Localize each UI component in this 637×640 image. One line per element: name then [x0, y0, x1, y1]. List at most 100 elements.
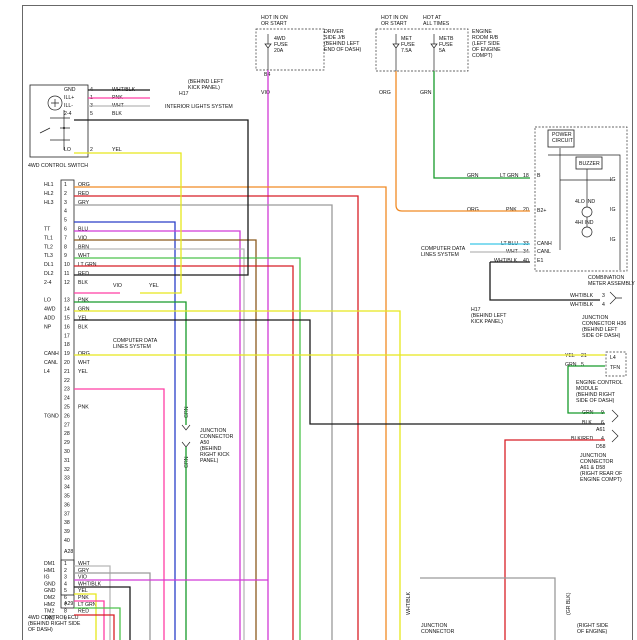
wire-tl2-brn [74, 239, 257, 640]
wire-whtblk-e1 [489, 261, 600, 301]
ecu-pin-num: 2 [64, 191, 67, 197]
wire-dl1-ltgrn [74, 257, 301, 640]
ecu-a29-pin-name: DM2 [44, 595, 55, 601]
wire-a29-ltgrn [74, 607, 121, 640]
buzzer-label: BUZZER [579, 161, 600, 167]
ecu-pin-num: 34 [64, 485, 70, 491]
d58-id: D58 [596, 444, 606, 450]
ecu-pin-name: 4WD [44, 307, 56, 313]
ecu-pin-name: HL3 [44, 200, 54, 206]
wire-tl3-wht [74, 248, 245, 640]
ecu-pin-wire: YEL [78, 369, 88, 375]
ecu-pin-num: 24 [64, 396, 70, 402]
ecu-a29-pin-num: 2 [64, 568, 67, 574]
ecu-a29-pin-num: 6 [64, 595, 67, 601]
ecu-a29-pin-num: 8 [64, 609, 67, 615]
wire-org-met [395, 71, 530, 212]
ecu-pin-num: 19 [64, 351, 70, 357]
switch-ground-id: H17 [179, 91, 189, 97]
meter-canl-pin: CANL [537, 249, 551, 255]
switch-pin-wire: YEL [112, 147, 122, 153]
meter-canh-pin: CANH [537, 241, 552, 247]
switch-pin-wire: BLK [112, 111, 122, 117]
ecu-pin-num: 15 [64, 316, 70, 322]
switch-pin-name: ILL+ [64, 95, 74, 101]
meter-row1-num: 18 [523, 173, 529, 179]
h36-ground-id: H17 [471, 307, 481, 313]
ecu-pin-num: 1 [64, 182, 67, 188]
connector-a28-label: A28 [64, 549, 73, 555]
ecu-a29-pin-wire: YEL [78, 588, 88, 594]
interior-lights-label: INTERIOR LIGHTS SYSTEM [165, 104, 233, 110]
meter-e1-wire: WHT/BLK [494, 258, 518, 264]
ecu-a29-pin-name: TM1 [44, 615, 54, 621]
wire-hl2-red [74, 195, 359, 640]
meter-ig-label: IG [610, 207, 615, 213]
ecu-pin-name: TL2 [44, 244, 53, 250]
ecu-pin-num: 11 [64, 271, 69, 277]
ecu-pin-num: 27 [64, 422, 70, 428]
ecm-pin2-wire: GRN [565, 362, 577, 368]
switch-pin-name: GND [64, 87, 76, 93]
h36-wire-1: WHT/BLK [570, 293, 594, 299]
meter-row2-wire-l: ORG [467, 207, 479, 213]
ecu-pin-num: 22 [64, 378, 70, 384]
ecm-pin2-num: 5 [581, 362, 584, 368]
ecu-pin-wire: GRN [78, 307, 90, 313]
wire-a29-whtblk [74, 586, 131, 640]
ecu-a29-pin-name: GND [44, 581, 56, 587]
ecm-pin1-wire: YEL [565, 353, 575, 359]
meter-ig-label: IG [610, 237, 615, 243]
meter-row2-wire-r: PNK [506, 207, 517, 213]
ecu-a29-pin-wire: VIO [78, 575, 87, 581]
wire-hl1-org [74, 186, 387, 640]
ecu-pin-num: 37 [64, 511, 70, 517]
ecu-pin-wire: PNK [78, 405, 89, 411]
ecu-pin-num: 13 [64, 298, 70, 304]
ecu-pin-num: 7 [64, 235, 67, 241]
ecu-pin-num: 38 [64, 520, 70, 526]
ecu-pin-num: 16 [64, 324, 70, 330]
ecu-pin-num: 10 [64, 262, 70, 268]
ecu-pin-name: CANH [44, 351, 59, 357]
meter-e1-num: 40 [523, 258, 529, 264]
grn-label-top: GRN [420, 90, 432, 96]
ecu-pin-num: 23 [64, 387, 70, 393]
ecu-pin-num: 17 [64, 333, 70, 339]
ecu-a29-pin-wire: WHT/BLK [78, 581, 102, 587]
ecu-a29-pin-name: HM2 [44, 602, 55, 608]
ecu-lo-yel: YEL [149, 283, 159, 289]
meter-row1-pin: B [537, 173, 541, 179]
wire-blkred [504, 439, 605, 640]
ecu-lo-vio: VIO [113, 283, 122, 289]
wire-a29-pnk [74, 600, 105, 640]
wire-hl3-gry [74, 204, 333, 640]
4wd-control-switch-label: 4WD CONTROL SWITCH [28, 163, 88, 169]
meter-row2-pin: B2+ [537, 208, 546, 214]
ecu-pin-name: TL3 [44, 253, 53, 259]
wire-grn-metb [433, 71, 530, 179]
ecu-pin-num: 12 [64, 280, 70, 286]
h36-wire-2: WHT/BLK [570, 302, 594, 308]
switch-pin-name: 2-4 [64, 111, 72, 117]
ecu-a29-pin-name: HM1 [44, 568, 55, 574]
h36-num-2: 4 [602, 302, 605, 308]
a61-blk-num: 6 [601, 420, 604, 426]
wire-bottom-gry [420, 577, 556, 640]
